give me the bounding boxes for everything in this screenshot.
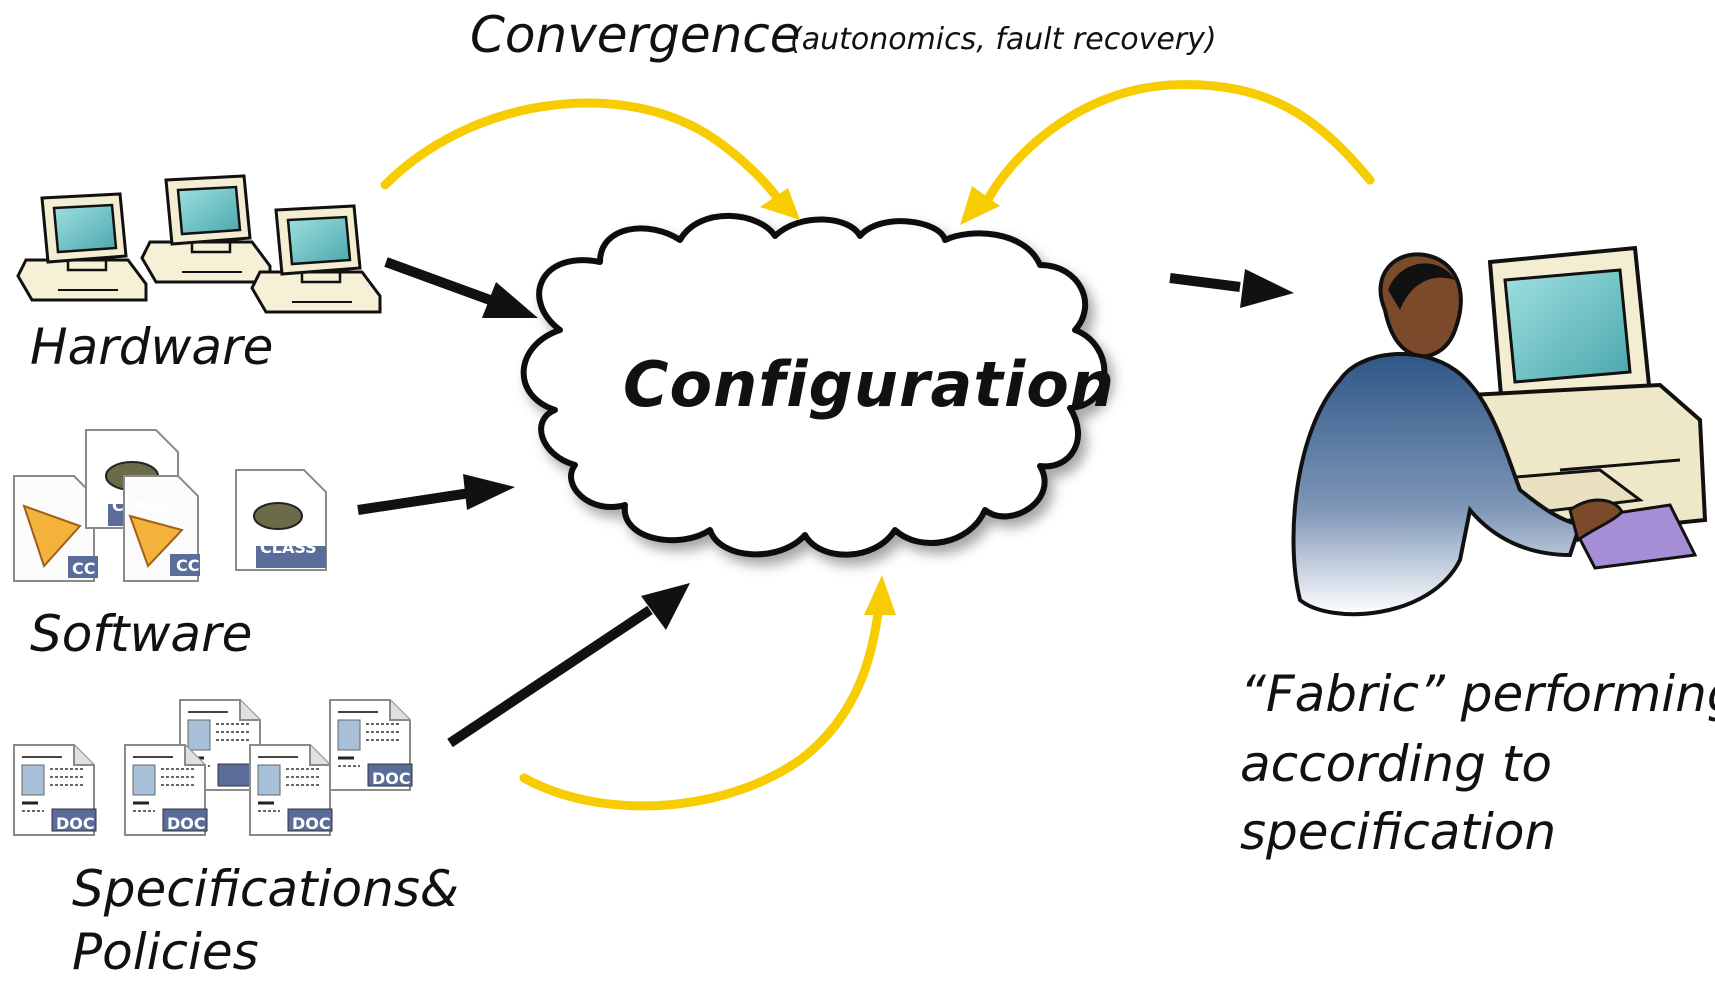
fabric-label-line-2: according to (1240, 735, 1552, 793)
cc-badge-1: CC (72, 559, 95, 578)
hardware-flow-arrowhead (482, 282, 538, 318)
convergence-arrowhead-left (760, 188, 800, 220)
software-flow-arrowhead (463, 474, 515, 510)
hardware-computer-2-icon (140, 174, 272, 284)
flow-arrows (357, 257, 1294, 748)
class-badge-1: CLASS (112, 496, 169, 515)
convergence-subtitle: (autonomics, fault recovery) (790, 22, 1217, 57)
convergence-arrowhead-right (960, 186, 1000, 225)
convergence-arrow-bottom (519, 590, 885, 811)
specs-flow-arrowhead (641, 583, 690, 630)
software-label: Software (30, 605, 253, 663)
cc-badge-2: CC (176, 556, 199, 575)
source-file-icon (13, 475, 98, 582)
specs-flow-arrow (447, 605, 653, 748)
hardware-computer-1-icon (16, 192, 148, 302)
convergence-arrow-left (380, 98, 787, 210)
software-files-icon: CLASS CC CC CLASS (13, 429, 327, 582)
software-flow-arrow (357, 488, 471, 515)
class-badge-2: CLASS (260, 538, 317, 557)
output-flow-arrowhead (1240, 269, 1294, 308)
doc-badge-1: DOC (56, 814, 95, 833)
fabric-label-line-1: “Fabric” performing (1240, 665, 1715, 723)
convergence-arrows (380, 80, 1375, 811)
configuration-label: Configuration (623, 348, 1116, 421)
hardware-flow-arrow (384, 257, 492, 305)
policies-label: Policies (72, 923, 259, 981)
class-file-icon (235, 469, 327, 571)
convergence-arrowhead-bottom (864, 575, 896, 615)
convergence-title: Convergence (470, 6, 801, 64)
doc-badge-2: DOC (167, 814, 206, 833)
doc-badge-4: DOC (372, 769, 411, 788)
convergence-arrow-right (980, 80, 1375, 210)
doc-badge-3: DOC (292, 814, 331, 833)
specifications-label: Specifications& (72, 860, 459, 918)
configuration-cloud (520, 212, 1108, 558)
hardware-computer-3-icon (250, 204, 382, 314)
fabric-label-line-3: specification (1240, 803, 1557, 861)
person-at-computer-icon (1291, 245, 1708, 617)
hardware-label: Hardware (30, 318, 274, 376)
output-flow-arrow (1169, 273, 1241, 292)
specification-documents-icon: DOC DOC DOC DOC (12, 698, 414, 837)
source-file-icon (123, 475, 200, 582)
